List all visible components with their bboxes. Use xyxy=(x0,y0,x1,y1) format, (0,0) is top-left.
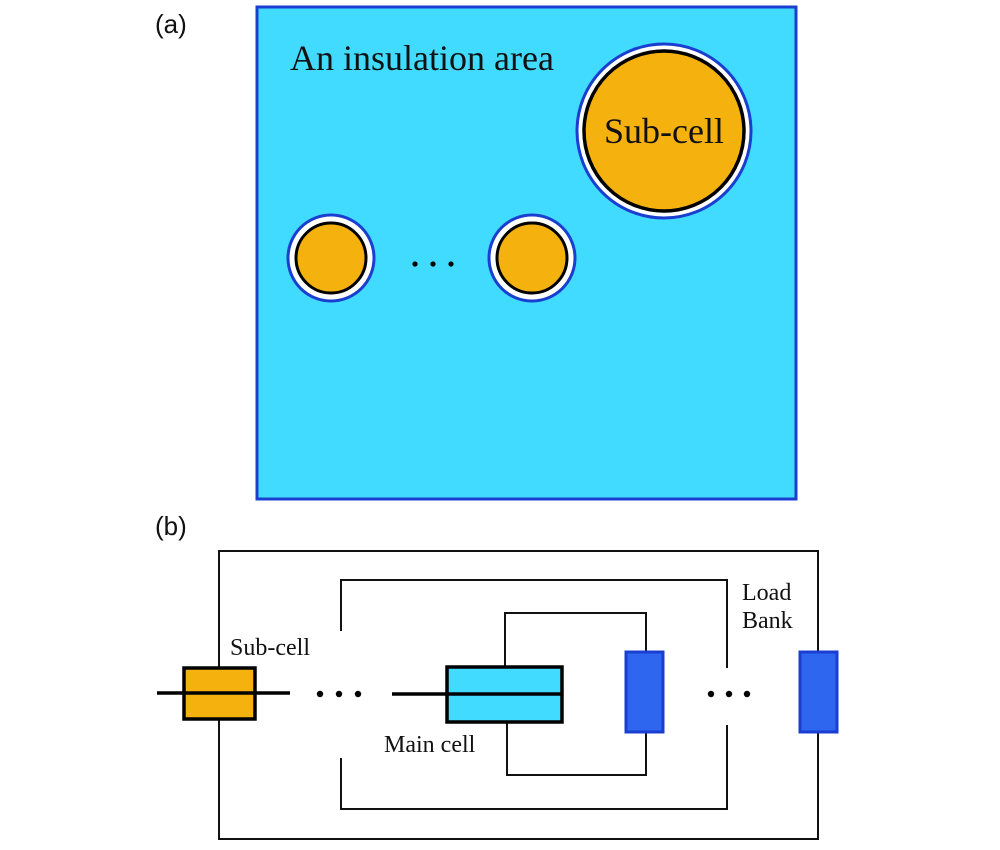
small-sub-cell-body xyxy=(294,221,368,295)
middle-loop-bottom-wire xyxy=(340,725,728,810)
large-sub-cell-label: Sub-cell xyxy=(604,111,724,151)
ellipsis-b-right xyxy=(707,690,751,698)
ellipsis-a xyxy=(412,261,454,267)
inner-loop-bottom-wire xyxy=(506,722,647,776)
load-bank-label-line1: Load xyxy=(742,580,791,606)
sub-cell-element xyxy=(182,666,257,721)
main-cell-label: Main cell xyxy=(384,732,476,758)
large-sub-cell: Sub-cell xyxy=(575,42,753,220)
load-bank-label-line2: Bank xyxy=(742,608,793,634)
small-sub-cell-body xyxy=(495,221,569,295)
load-resistor-1 xyxy=(624,650,665,734)
ellipsis-b-left xyxy=(316,690,362,698)
sub-cell-label: Sub-cell xyxy=(230,635,310,661)
main-cell-element xyxy=(445,665,564,724)
large-sub-cell-body xyxy=(582,49,746,213)
outer-loop-bottom-wire xyxy=(218,718,819,840)
panel-b-label: (b) xyxy=(155,511,187,541)
load-bank-resistor xyxy=(798,650,839,734)
insulation-area-label: An insulation area xyxy=(290,38,554,78)
outer-loop-top-wire xyxy=(218,550,819,668)
panel-a-label: (a) xyxy=(155,9,187,39)
small-sub-cell-1 xyxy=(286,213,376,303)
middle-loop-top-wire xyxy=(340,579,728,668)
small-sub-cell-2 xyxy=(487,213,577,303)
inner-loop-top-wire xyxy=(504,612,647,667)
